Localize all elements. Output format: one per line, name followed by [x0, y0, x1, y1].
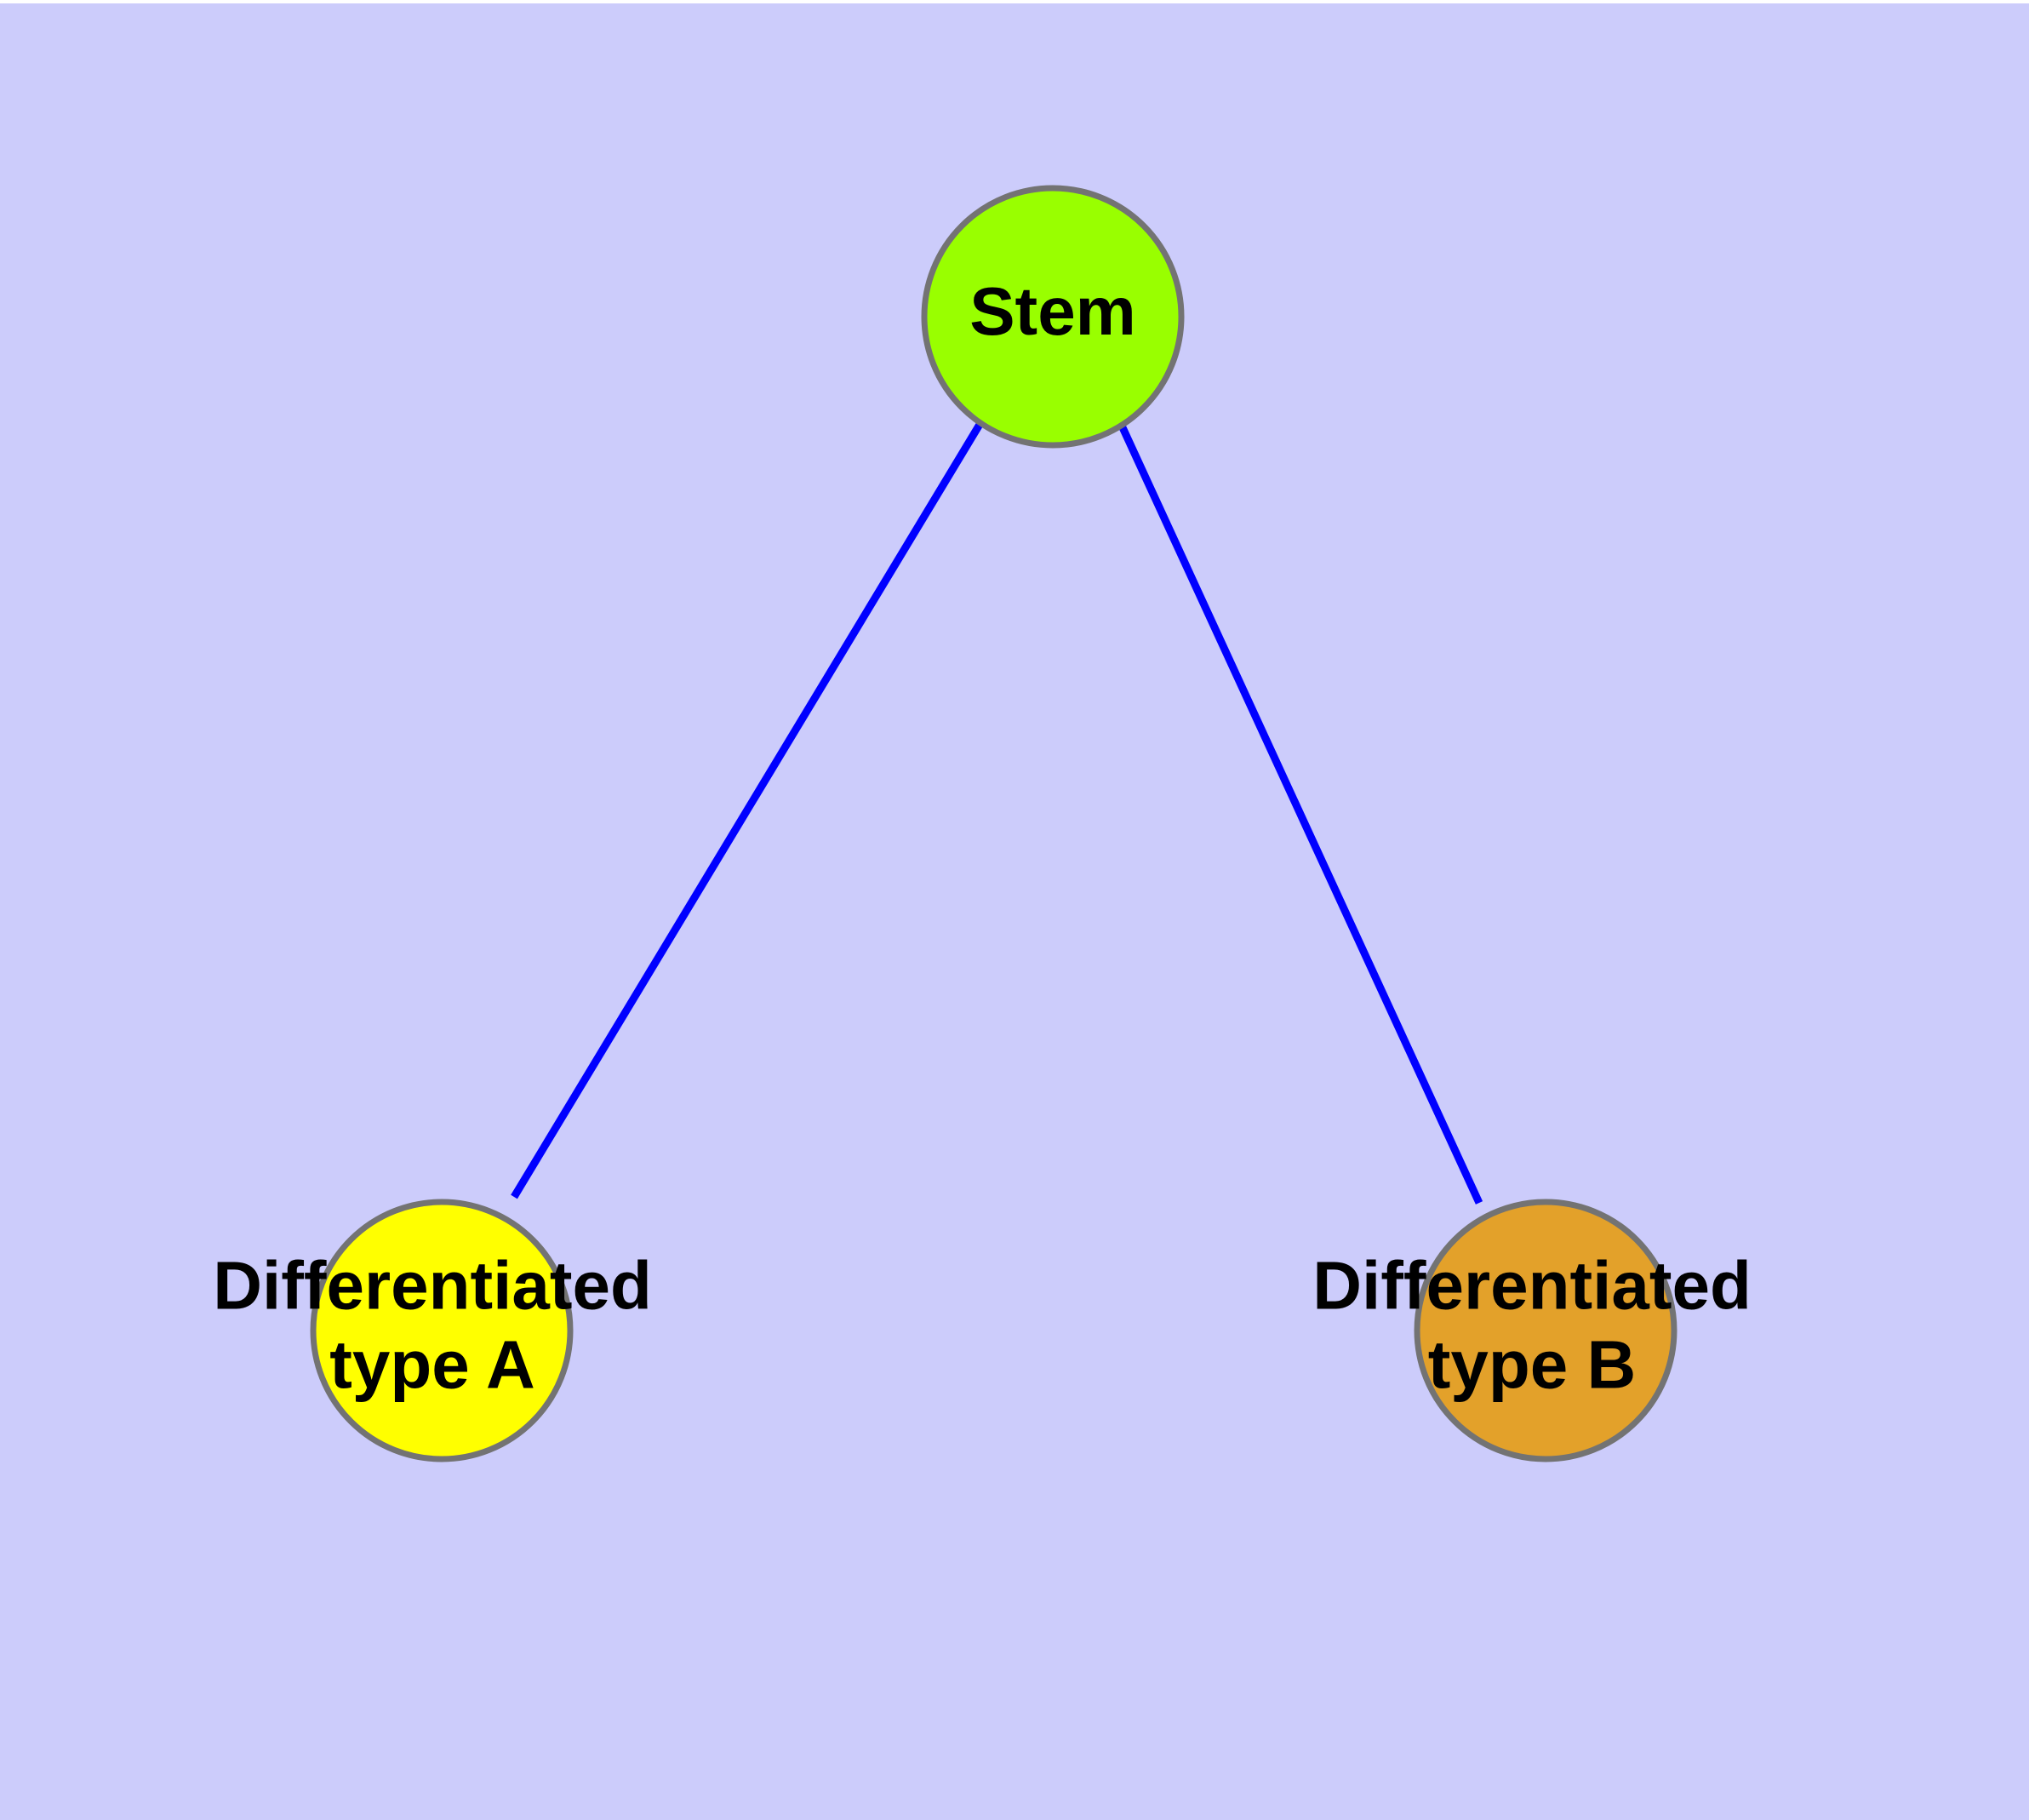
node-stem[interactable] [921, 185, 1185, 449]
label-line: Differentiated [213, 1248, 652, 1324]
edge-layer [511, 421, 1483, 1205]
label-line: Differentiated [1312, 1248, 1752, 1324]
node-diff-a[interactable] [310, 1199, 574, 1462]
node-stem-circle[interactable] [921, 185, 1185, 449]
node-stem-label: Stem [969, 273, 1136, 349]
node-diff-a-circle[interactable] [310, 1199, 574, 1462]
edge-stem-to-diff-b[interactable] [1117, 424, 1483, 1205]
label-line: Stem [969, 273, 1136, 349]
node-layer [310, 185, 1677, 1462]
edge-stem-to-diff-a[interactable] [511, 421, 984, 1199]
node-diff-b[interactable] [1414, 1199, 1677, 1462]
label-line: type A [329, 1327, 535, 1403]
node-diff-b-circle[interactable] [1414, 1199, 1677, 1462]
label-line: type B [1428, 1327, 1637, 1403]
